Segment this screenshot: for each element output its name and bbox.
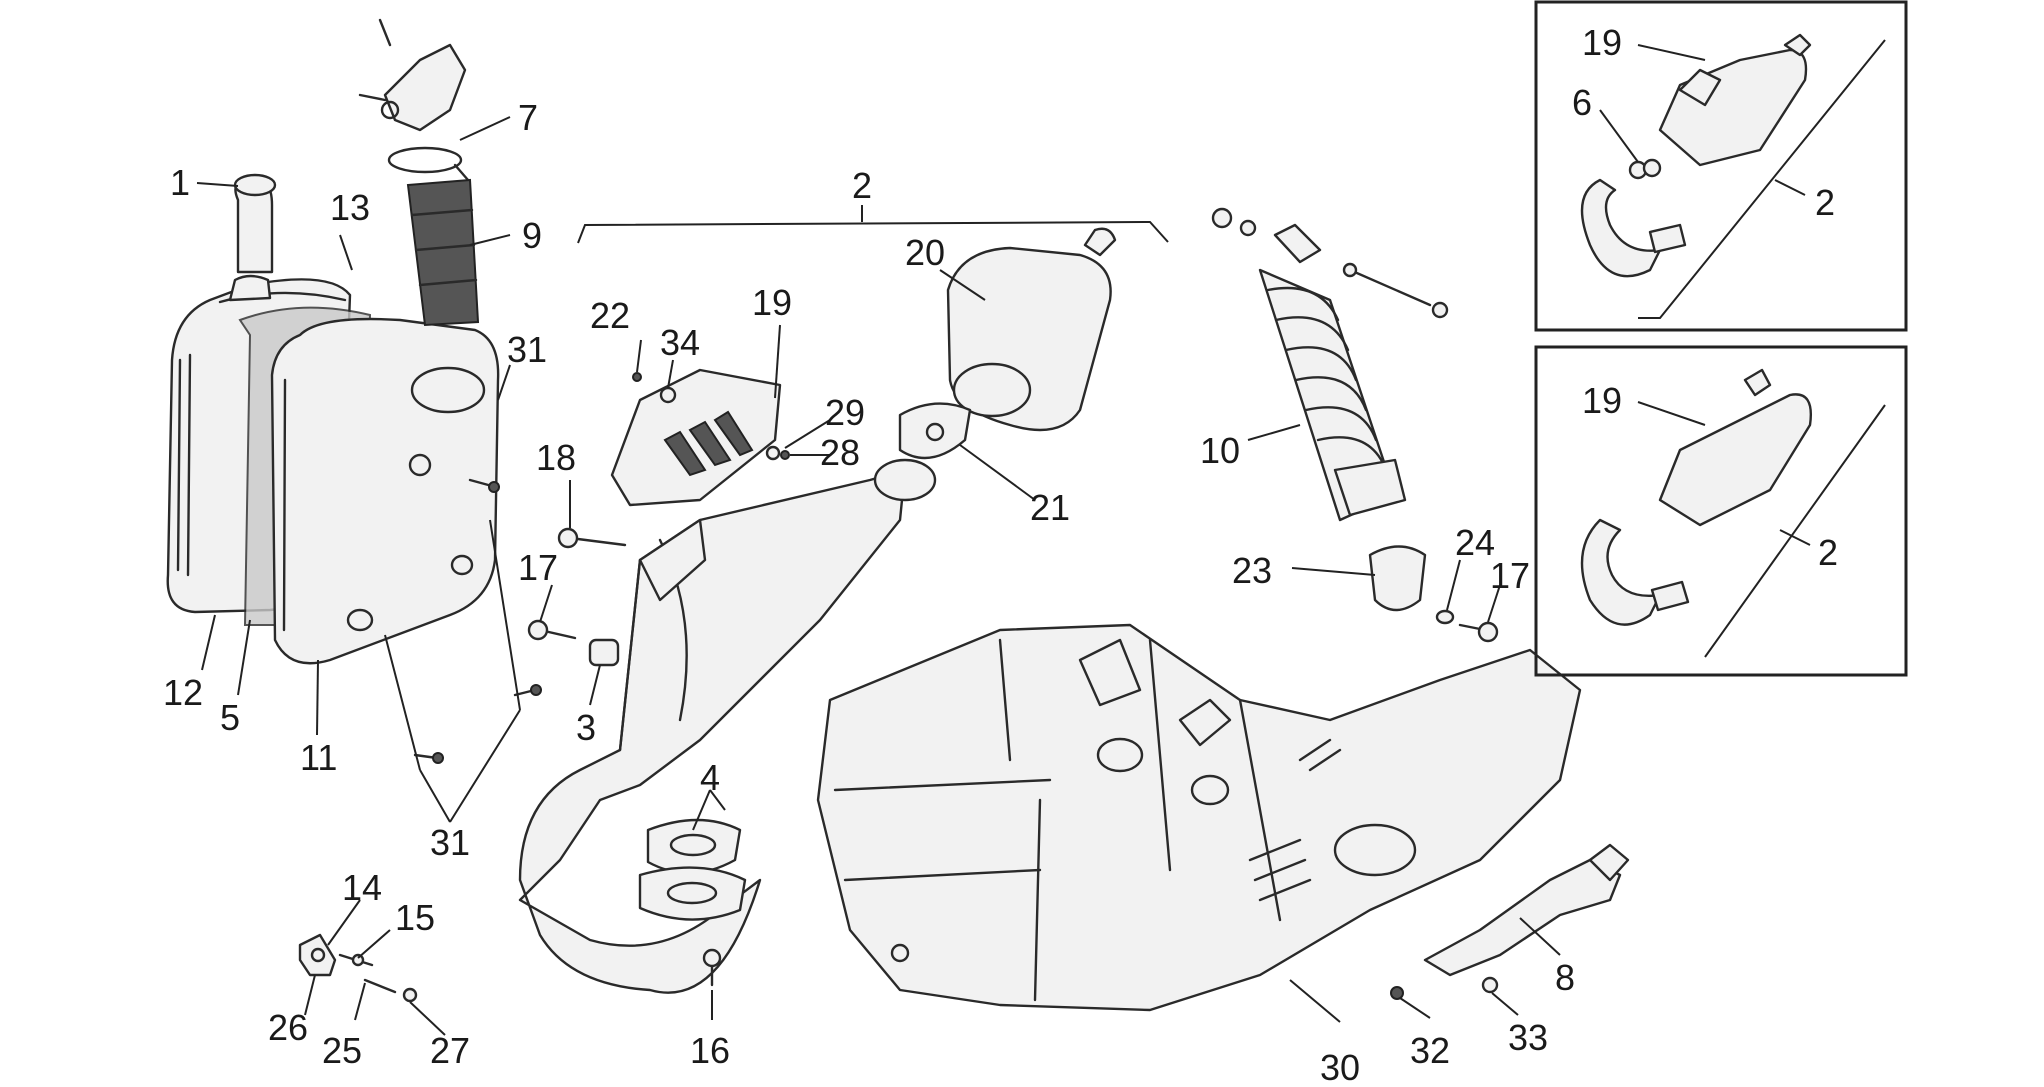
label-part-26: 26 [268, 1007, 308, 1048]
bolt-17-left [527, 619, 577, 641]
label-inset1-part-2: 2 [1815, 182, 1835, 223]
label-part-17-right: 17 [1490, 555, 1530, 596]
label-part-12: 12 [163, 672, 203, 713]
label-part-8: 8 [1555, 957, 1575, 998]
label-part-23: 23 [1232, 550, 1272, 591]
label-part-31-bottom: 31 [430, 822, 470, 863]
label-part-21: 21 [1030, 487, 1070, 528]
label-part-20: 20 [905, 232, 945, 273]
shock-absorber-assembly [1211, 207, 1499, 643]
label-inset1-part-6: 6 [1572, 82, 1592, 123]
label-part-1: 1 [170, 162, 190, 203]
label-part-7: 7 [518, 97, 538, 138]
label-part-9: 9 [522, 215, 542, 256]
engine-assembly [816, 623, 1630, 1012]
exhaust-assembly [518, 205, 1169, 994]
label-part-34: 34 [660, 322, 700, 363]
label-part-30: 30 [1320, 1047, 1360, 1087]
small-parts-cluster [298, 933, 418, 1003]
label-part-22: 22 [590, 295, 630, 336]
label-part-25: 25 [322, 1030, 362, 1071]
label-part-16: 16 [690, 1030, 730, 1071]
label-part-13: 13 [330, 187, 370, 228]
label-part-4: 4 [700, 757, 720, 798]
label-part-19-center: 19 [752, 282, 792, 323]
label-part-27: 27 [430, 1030, 470, 1071]
part-number-labels: 1 13 7 9 31 12 5 11 31 2 22 34 19 29 28 … [163, 22, 1838, 1087]
label-part-14: 14 [342, 867, 382, 908]
label-part-32: 32 [1410, 1030, 1450, 1071]
label-part-29: 29 [825, 392, 865, 433]
label-part-33: 33 [1508, 1017, 1548, 1058]
air-filter-assembly [166, 18, 542, 764]
label-part-11: 11 [300, 737, 337, 778]
label-part-18: 18 [536, 437, 576, 478]
screw-31-a [468, 478, 500, 493]
label-part-15: 15 [395, 897, 435, 938]
bolt-16 [702, 948, 722, 987]
screw-31-b [513, 684, 542, 697]
label-part-5: 5 [220, 697, 240, 738]
label-part-17-left: 17 [518, 547, 558, 588]
label-inset2-part-2: 2 [1818, 532, 1838, 573]
inset-variant-2 [1534, 345, 1908, 677]
label-part-24: 24 [1455, 522, 1495, 563]
leader-lines [196, 44, 1811, 1036]
screw-31-c [413, 752, 444, 764]
label-inset1-part-19: 19 [1582, 22, 1622, 63]
label-part-28: 28 [820, 432, 860, 473]
label-inset2-part-19: 19 [1582, 380, 1622, 421]
label-part-2-center: 2 [852, 165, 872, 206]
label-part-10: 10 [1200, 430, 1240, 471]
heat-shield-slots [663, 410, 754, 477]
label-part-31-top: 31 [507, 329, 547, 370]
bolt-18 [557, 527, 627, 549]
bolt-17-right [1458, 621, 1499, 643]
label-part-3: 3 [576, 707, 596, 748]
